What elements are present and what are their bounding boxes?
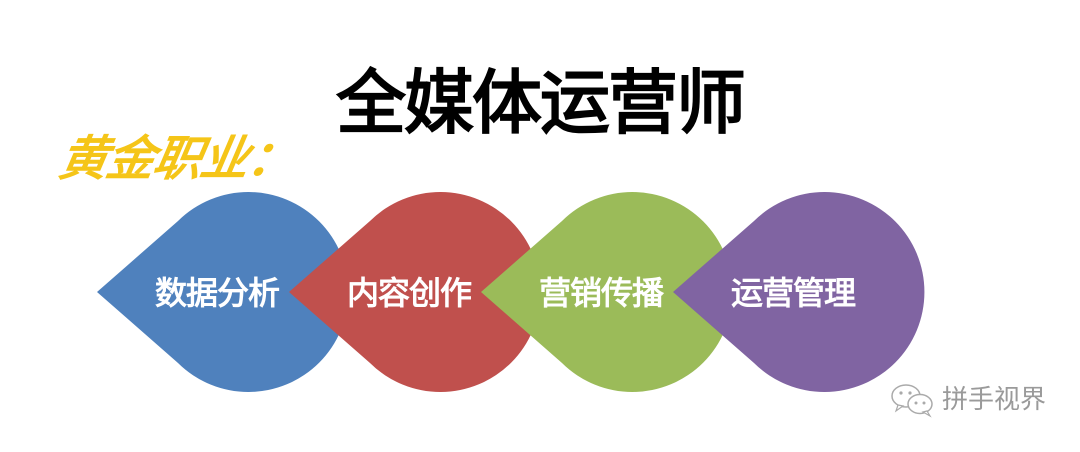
shape-content-creation	[289, 192, 541, 392]
wechat-icon	[891, 384, 933, 418]
step-label-content-creation: 内容创作	[346, 274, 472, 312]
shape-marketing	[481, 192, 733, 392]
step-label-data-analysis: 数据分析	[154, 274, 280, 312]
shape-operations	[673, 192, 925, 392]
main-title: 全媒体运营师	[336, 62, 746, 144]
step-label-marketing: 营销传播	[538, 274, 664, 312]
step-label-operations: 运营管理	[730, 274, 856, 312]
watermark-text: 拼手视界	[942, 385, 1047, 415]
watermark: 拼手视界	[890, 380, 1046, 420]
shape-data-analysis	[97, 192, 349, 392]
